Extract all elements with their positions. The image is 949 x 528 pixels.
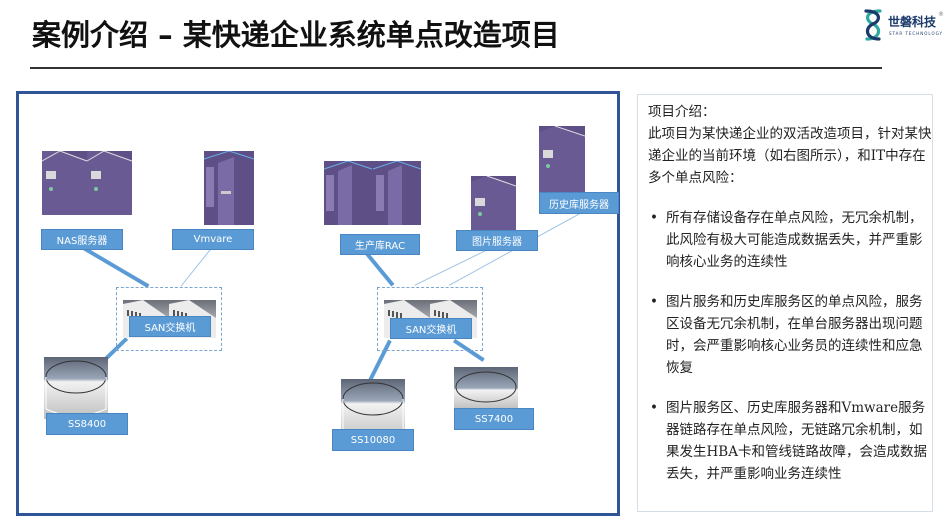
project-info-panel: 项目介绍： 此项目为某快递企业的双活改造项目，针对某快递企业的当前环境（如右图所… — [637, 94, 933, 512]
link-rac-san2 — [363, 250, 395, 287]
node-label-image-server: 图片服务器 — [456, 230, 538, 251]
intro-body: 此项目为某快递企业的双活改造项目，针对某快递企业的当前环境（如右图所示），和IT… — [648, 126, 932, 186]
logo-name-cn: 世磐科技 — [888, 15, 937, 29]
node-label-history-server: 历史库服务器 — [539, 192, 619, 214]
tower-server-icon — [471, 176, 516, 232]
page-title: 案例介绍 – 某快递企业系统单点改造项目 — [32, 18, 560, 52]
intro-title: 项目介绍： — [648, 104, 716, 120]
title-divider — [30, 67, 882, 69]
risk-list: • 所有存储设备存在单点风险，无冗余机制，此风险有极大可能造成数据丢失，并严重影… — [648, 207, 932, 485]
logo-mark-icon — [864, 9, 882, 41]
rack-server-icon — [204, 151, 254, 225]
risk-text: 图片服务和历史库服务区的单点风险，服务区设备无冗余机制，在单台服务器出现问题时，… — [666, 294, 923, 376]
risk-item: • 图片服务和历史库服务区的单点风险，服务区设备无冗余机制，在单台服务器出现问题… — [648, 291, 932, 379]
company-logo: 世磐科技 ® STAR TECHNOLOGY — [858, 4, 946, 44]
risk-item: • 图片服务区、历史库服务器和Vmware服务器链路存在单点风险，无链路冗余机制… — [648, 397, 932, 485]
san-switch-group-left: SAN交换机 — [116, 287, 222, 351]
link-san2-ss10080 — [368, 339, 392, 381]
link-img-san2 — [414, 246, 494, 286]
risk-item: • 所有存储设备存在单点风险，无冗余机制，此风险有极大可能造成数据丢失，并严重影… — [648, 207, 932, 273]
rack-server-pair-icon — [324, 161, 421, 225]
node-label-rac: 生产库RAC — [340, 234, 420, 255]
bullet-icon: • — [650, 210, 658, 226]
node-label-vmware: Vmvare — [172, 229, 254, 250]
node-label-ss7400: SS7400 — [454, 408, 534, 430]
node-label-ss8400: SS8400 — [46, 413, 128, 435]
link-nas-san1 — [80, 245, 150, 288]
tower-server-icon — [539, 126, 585, 192]
link-vmware-san1 — [180, 246, 213, 287]
node-label-san-switch-left: SAN交换机 — [129, 316, 211, 337]
node-label-san-switch-right: SAN交换机 — [390, 318, 472, 339]
logo-name-en: STAR TECHNOLOGY — [889, 31, 943, 36]
logo-registered-mark: ® — [938, 11, 944, 18]
tower-server-pair-icon — [42, 151, 132, 215]
risk-text: 图片服务区、历史库服务器和Vmware服务器链路存在单点风险，无链路冗余机制，如… — [666, 400, 927, 482]
storage-disk-icon — [454, 367, 518, 409]
node-label-ss10080: SS10080 — [332, 429, 414, 451]
network-topology-diagram: NAS服务器 Vmvare SAN交换机 SS8400 — [16, 91, 620, 516]
node-label-nas: NAS服务器 — [41, 229, 123, 250]
storage-disk-icon — [44, 357, 108, 419]
bullet-icon: • — [650, 294, 658, 310]
risk-text: 所有存储设备存在单点风险，无冗余机制，此风险有极大可能造成数据丢失，并严重影响核… — [666, 210, 923, 270]
bullet-icon: • — [650, 400, 658, 416]
san-switch-group-right: SAN交换机 — [377, 287, 483, 351]
